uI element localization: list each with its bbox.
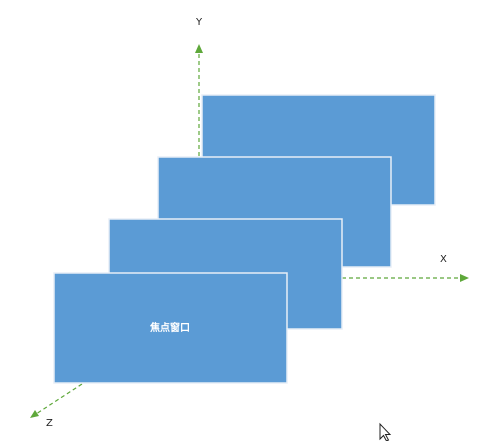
z-axis-arrow-icon (30, 410, 39, 418)
z-axis (30, 383, 83, 418)
y-axis (195, 44, 203, 156)
y-axis-arrow-icon (195, 44, 203, 53)
y-axis-label: Y (195, 17, 203, 28)
mouse-pointer-icon (379, 422, 392, 441)
x-axis-label: X (440, 254, 447, 265)
focus-window[interactable] (53, 272, 288, 384)
z-axis-label: Z (46, 418, 53, 429)
x-axis-arrow-icon (460, 274, 469, 282)
x-axis (342, 274, 469, 282)
focus-window-label: 焦点窗口 (149, 321, 190, 334)
